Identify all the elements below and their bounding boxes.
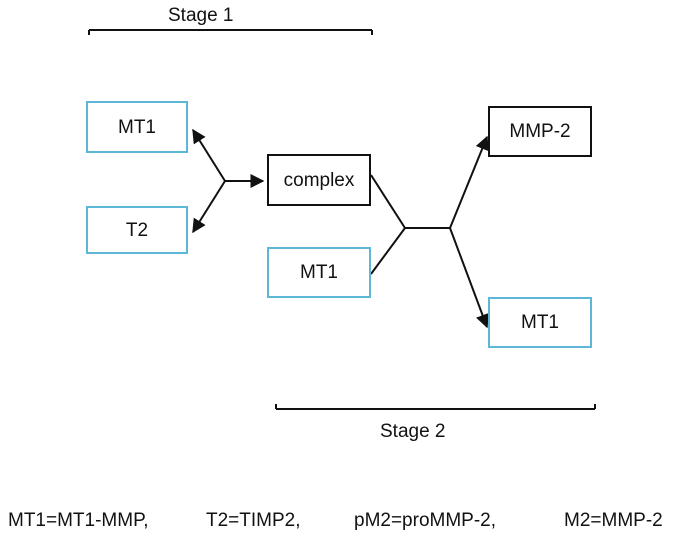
mt1-middle-to-right-junction-line [370,227,406,275]
mt1-right-node: MT1 [488,297,592,348]
legend-item-mt1: MT1=MT1-MMP, [8,510,149,531]
left-junction-to-mt1-arrow [192,128,226,182]
mt1-left-label: MT1 [118,116,156,138]
stage1-bracket [88,29,373,35]
stage2-bracket [275,404,596,410]
mt1-middle-node: MT1 [267,247,371,298]
junction-to-mt1-right-arrow [449,227,490,329]
left-junction-to-t2-arrow [192,180,226,234]
stage-2-label: Stage 2 [380,421,446,442]
mmp2-label: MMP-2 [509,121,571,142]
legend-item-pm2: pM2=proMMP-2, [354,510,497,531]
mt1-middle-label: MT1 [300,262,338,283]
legend-item-t2: T2=TIMP2, [206,510,301,531]
mt1-left-node: MT1 [86,101,188,153]
junction-to-mmp2-arrow [449,135,489,229]
complex-node: complex [267,154,371,206]
legend-item-m2: M2=MMP-2 [564,510,663,531]
mt1-right-label: MT1 [521,312,559,333]
complex-to-right-junction-line [370,174,406,229]
stage-1-label: Stage 1 [168,5,234,26]
mmp2-node: MMP-2 [488,106,592,157]
t2-left-node: T2 [86,206,188,254]
t2-left-label: T2 [125,219,149,241]
complex-label: complex [283,169,355,191]
